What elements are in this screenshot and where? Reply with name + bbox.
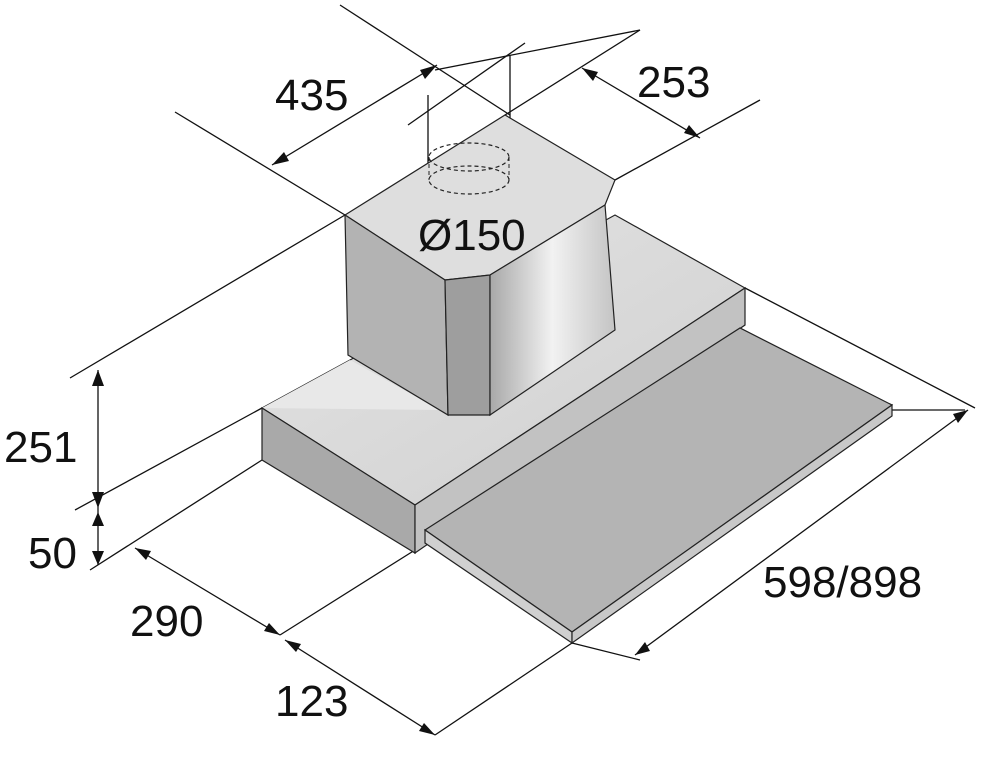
chimney bbox=[343, 114, 616, 417]
duct-outline bbox=[428, 142, 510, 195]
label-duct-diameter: Ø150 bbox=[418, 211, 526, 260]
dimension-lines bbox=[69, 4, 976, 736]
label-chimney-depth: 253 bbox=[637, 58, 710, 107]
label-width: 598/898 bbox=[763, 558, 922, 607]
label-body-height: 50 bbox=[28, 529, 77, 578]
arrowheads bbox=[92, 65, 968, 735]
label-tray-extension: 123 bbox=[275, 677, 348, 726]
label-body-depth: 290 bbox=[130, 597, 203, 646]
pull-out-tray bbox=[423, 327, 894, 645]
label-chimney-width: 435 bbox=[275, 71, 348, 120]
label-chimney-height: 251 bbox=[4, 423, 77, 472]
